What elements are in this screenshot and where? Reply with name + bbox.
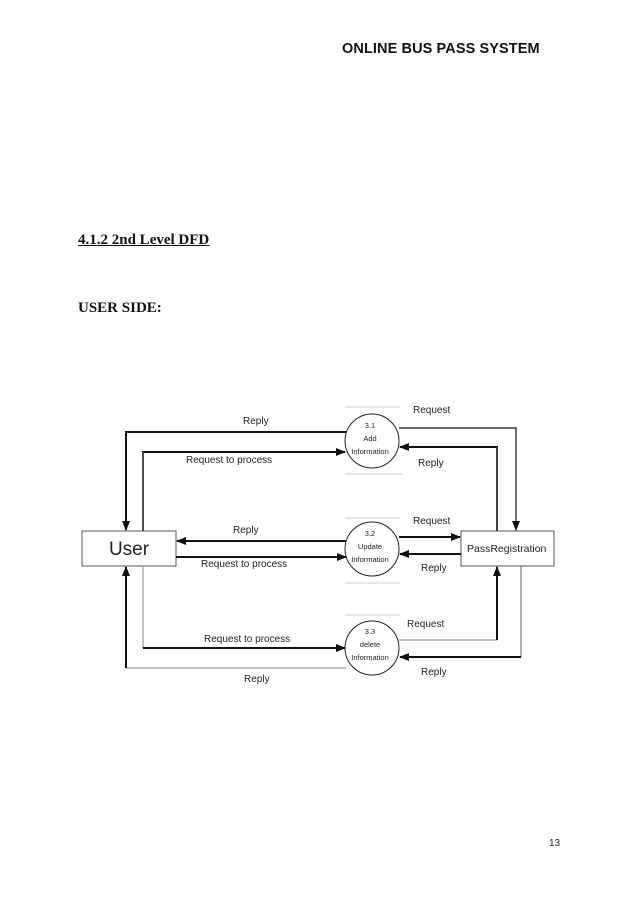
process-name-line2: Information — [351, 555, 389, 564]
flow-label: Request to process — [186, 455, 272, 466]
flow-p2-reply-to-user: Reply — [176, 525, 346, 545]
process-id: 3.3 — [365, 627, 375, 636]
flow-p1-reply-to-user: Reply — [122, 416, 346, 531]
flow-label: Request — [413, 516, 450, 527]
flow-label: Request — [407, 619, 444, 630]
flow-label: Reply — [421, 563, 447, 574]
flow-label: Request — [413, 405, 450, 416]
flow-label: Request to process — [204, 634, 290, 645]
page-number: 13 — [549, 838, 561, 849]
flow-label: Reply — [243, 416, 269, 427]
process-3-3: 3.3 delete Information — [344, 614, 400, 676]
process-name-line1: delete — [360, 640, 380, 649]
flow-label: Reply — [244, 674, 270, 685]
document-header-title: ONLINE BUS PASS SYSTEM — [342, 41, 540, 57]
flow-p1-request-from-user: Request to process — [142, 448, 346, 531]
section-heading: 4.1.2 2nd Level DFD — [78, 232, 210, 248]
flow-p2-request-from-user: Request to process — [176, 553, 347, 570]
flow-label: Reply — [233, 525, 259, 536]
flow-p3-reply-from-pass: Reply — [399, 566, 522, 678]
flow-p2-reply-from-pass: Reply — [399, 550, 461, 574]
flow-p1-request-to-pass: Request — [399, 405, 520, 531]
flow-p3-request-from-user: Request to process — [142, 566, 346, 652]
sub-heading: USER SIDE: — [78, 300, 162, 316]
entity-pass-registration-label: PassRegistration — [467, 543, 547, 555]
process-name-line2: Information — [351, 653, 389, 662]
process-3-2: 3.2 Update Information — [344, 517, 400, 584]
process-id: 3.1 — [365, 421, 375, 430]
process-3-1: 3.1 Add Information — [344, 406, 403, 475]
entity-pass-registration: PassRegistration — [460, 530, 555, 567]
flow-label: Reply — [418, 458, 444, 469]
flow-label: Reply — [421, 667, 447, 678]
process-name-line1: Update — [358, 542, 382, 551]
flow-p3-request-to-pass: Request — [399, 566, 501, 641]
process-id: 3.2 — [365, 529, 375, 538]
flow-p1-reply-from-pass: Reply — [399, 443, 498, 531]
process-name-line1: Add — [363, 434, 376, 443]
process-name-line2: Information — [351, 447, 389, 456]
entity-user: User — [81, 530, 177, 567]
flow-label: Request to process — [201, 559, 287, 570]
entity-user-label: User — [109, 539, 150, 560]
flow-p3-reply-to-user: Reply — [122, 566, 346, 685]
flow-p2-request-to-pass: Request — [399, 516, 461, 541]
